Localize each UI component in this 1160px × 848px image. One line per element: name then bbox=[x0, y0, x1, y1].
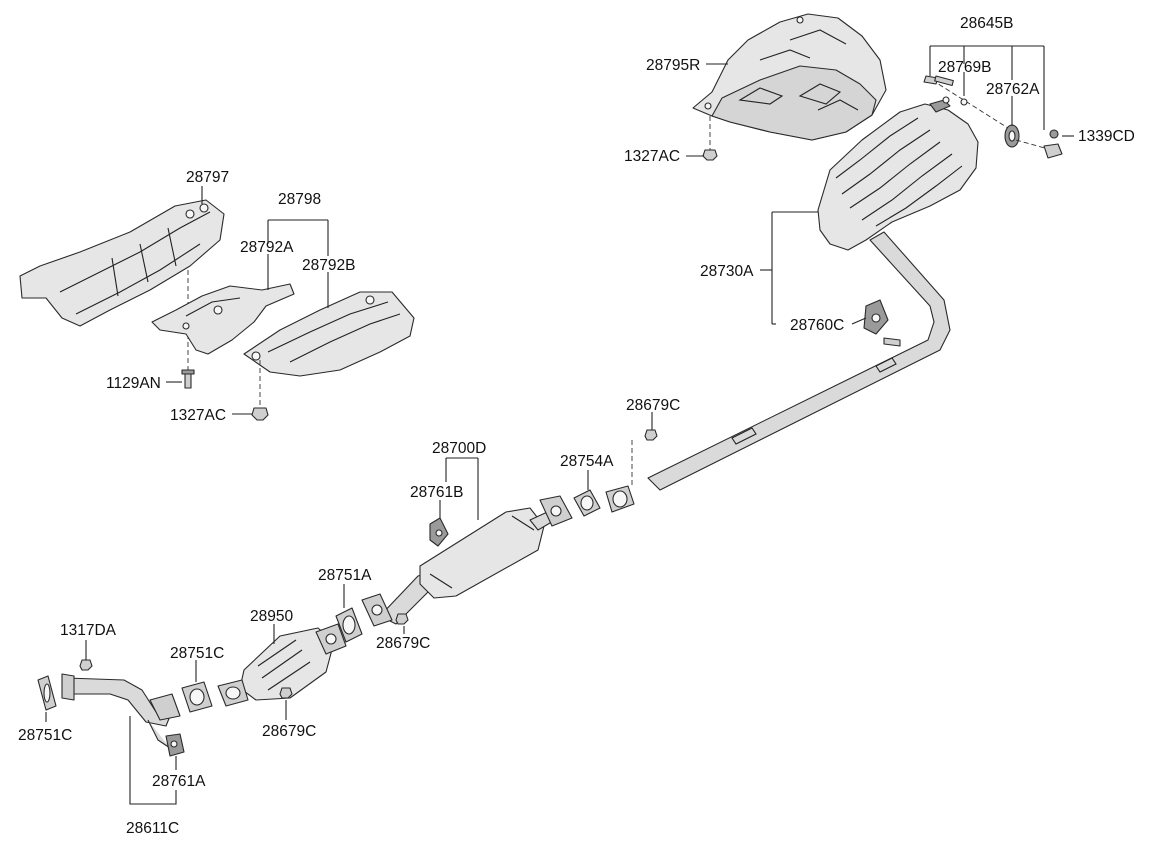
nut-1327AC-mid-part bbox=[251, 360, 269, 421]
label-28751C-left: 28751C bbox=[18, 727, 72, 744]
label-28611C: 28611C bbox=[126, 820, 179, 837]
label-28792B: 28792B bbox=[302, 257, 355, 274]
heat-shield-28797-part bbox=[19, 199, 225, 327]
label-28762A: 28762A bbox=[986, 81, 1040, 98]
gasket-28754A-part bbox=[573, 485, 635, 517]
hanger-28761B-part bbox=[429, 517, 449, 547]
label-28769B: 28769B bbox=[938, 59, 991, 76]
nut-28679C-mid-part bbox=[395, 613, 409, 625]
bolt-28769B-part bbox=[923, 75, 1009, 129]
label-28730A: 28730A bbox=[700, 263, 754, 280]
label-1327AC-top: 1327AC bbox=[624, 148, 680, 165]
center-muffler-part bbox=[361, 495, 573, 627]
label-28797: 28797 bbox=[186, 169, 229, 186]
label-28754A: 28754A bbox=[560, 453, 614, 470]
leader-lines bbox=[45, 45, 1074, 805]
label-28679C-mid: 28679C bbox=[376, 635, 430, 652]
label-28645B: 28645B bbox=[960, 15, 1013, 32]
hanger-28762A-part bbox=[1004, 124, 1020, 148]
label-1339CD: 1339CD bbox=[1078, 128, 1135, 145]
label-28751A: 28751A bbox=[318, 567, 372, 584]
nut-28679C-top-part bbox=[631, 429, 658, 488]
label-28700D: 28700D bbox=[432, 440, 486, 457]
label-28760C: 28760C bbox=[790, 317, 844, 334]
gasket-28751C-mid-part bbox=[181, 681, 213, 713]
bolt-1317DA-part bbox=[79, 659, 93, 671]
part-labels: 28645B 28795R 28769B 28762A 1339CD 1327A… bbox=[18, 15, 1135, 837]
label-28795R: 28795R bbox=[646, 57, 700, 74]
heat-shield-28792A-part bbox=[151, 283, 295, 355]
bracket-1339CD-part bbox=[1015, 129, 1063, 159]
label-1129AN: 1129AN bbox=[106, 375, 161, 392]
gasket-28751A-part bbox=[335, 607, 363, 643]
rear-muffler-part bbox=[647, 99, 979, 491]
heat-shield-28792B-part bbox=[243, 291, 415, 377]
front-pipe-28611C-part bbox=[61, 673, 185, 757]
label-28679C-top: 28679C bbox=[626, 397, 680, 414]
label-1317DA: 1317DA bbox=[60, 622, 117, 639]
catalytic-converter-28950-part bbox=[217, 623, 347, 707]
rear-heat-shield-part bbox=[692, 13, 887, 141]
hanger-28760C-part bbox=[863, 299, 901, 347]
label-28792A: 28792A bbox=[240, 239, 294, 256]
label-1327AC-mid: 1327AC bbox=[170, 407, 226, 424]
nut-1327AC-top-part bbox=[702, 116, 718, 161]
nut-28679C-bottom-part bbox=[279, 687, 293, 699]
label-28761B: 28761B bbox=[410, 484, 463, 501]
label-28950: 28950 bbox=[250, 608, 293, 625]
label-28751C-mid: 28751C bbox=[170, 645, 224, 662]
label-28798: 28798 bbox=[278, 191, 321, 208]
label-28761A: 28761A bbox=[152, 773, 206, 790]
label-28679C-bottom: 28679C bbox=[262, 723, 316, 740]
gasket-28751C-left-part bbox=[37, 675, 57, 711]
